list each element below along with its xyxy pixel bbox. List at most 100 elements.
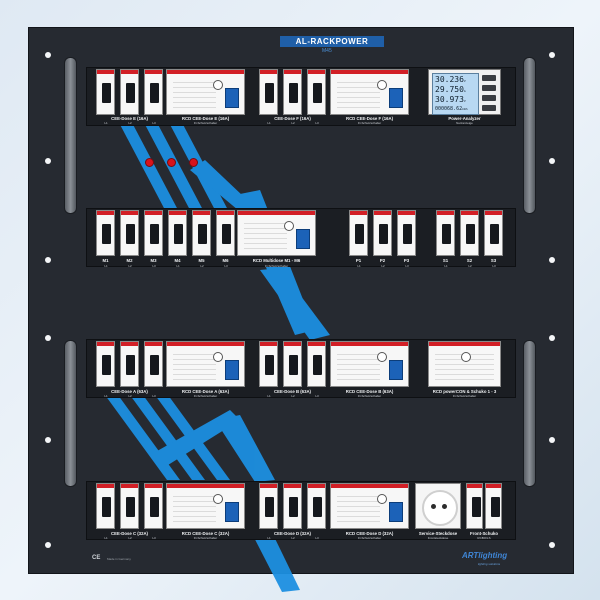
rack-handle-icon[interactable] bbox=[523, 340, 536, 487]
breaker-label: M6 bbox=[222, 258, 229, 263]
breaker[interactable] bbox=[349, 210, 368, 256]
schuko-socket-icon[interactable] bbox=[415, 483, 461, 529]
rcd-module[interactable] bbox=[428, 341, 501, 387]
test-button-icon[interactable] bbox=[213, 352, 223, 362]
made-in-label: Made in Germany bbox=[107, 557, 131, 561]
breaker[interactable] bbox=[144, 69, 163, 115]
group-label: RCD CEE-Dose F (16A) bbox=[345, 116, 394, 121]
breaker[interactable] bbox=[373, 210, 392, 256]
test-button-icon[interactable] bbox=[213, 494, 223, 504]
breaker[interactable] bbox=[466, 483, 483, 529]
breaker[interactable] bbox=[96, 69, 115, 115]
test-button-icon[interactable] bbox=[284, 221, 294, 231]
group-sub: FI-Schutzschalter bbox=[357, 536, 382, 540]
rcd-lever[interactable] bbox=[389, 502, 403, 522]
breaker[interactable] bbox=[484, 210, 503, 256]
group-label: CEE-Dose C (32A) bbox=[110, 531, 148, 536]
breaker[interactable] bbox=[259, 483, 278, 529]
rcd-module[interactable] bbox=[330, 483, 409, 529]
group-sub: Frontsteckdose bbox=[427, 536, 449, 540]
rcd-module[interactable] bbox=[237, 210, 316, 256]
led-indicator-icon bbox=[145, 158, 154, 167]
rcd-module[interactable] bbox=[166, 341, 245, 387]
rack-handle-icon[interactable] bbox=[64, 340, 77, 487]
breaker[interactable] bbox=[192, 210, 211, 256]
breaker[interactable] bbox=[460, 210, 479, 256]
breaker[interactable] bbox=[436, 210, 455, 256]
breaker-label: P3 bbox=[403, 258, 410, 263]
group-sub: FI-Schutzschalter bbox=[357, 121, 382, 125]
meter-button[interactable] bbox=[482, 85, 496, 91]
rack-handle-icon[interactable] bbox=[64, 57, 77, 214]
group-label: RCD CEE-Dose D (32A) bbox=[345, 531, 394, 536]
breaker[interactable] bbox=[168, 210, 187, 256]
art-lighting-logo: ARTlighting bbox=[462, 551, 508, 560]
group-label: RCD CEE-Dose C (32A) bbox=[181, 531, 230, 536]
breaker[interactable] bbox=[96, 341, 115, 387]
group-sub: FI-Schutzschalter bbox=[193, 394, 218, 398]
breaker[interactable] bbox=[259, 69, 278, 115]
breaker[interactable] bbox=[307, 483, 326, 529]
breaker[interactable] bbox=[283, 341, 302, 387]
breaker[interactable] bbox=[144, 341, 163, 387]
rcd-lever[interactable] bbox=[389, 88, 403, 108]
breaker[interactable] bbox=[307, 69, 326, 115]
group-label: CEE-Dose A (63A) bbox=[111, 389, 148, 394]
test-button-icon[interactable] bbox=[377, 352, 387, 362]
test-button-icon[interactable] bbox=[461, 352, 471, 362]
reading-2: 29.750A bbox=[435, 85, 466, 94]
rack-handle-icon[interactable] bbox=[523, 57, 536, 214]
breaker[interactable] bbox=[144, 483, 163, 529]
meter-title: Power-Analyzer bbox=[448, 116, 481, 121]
mounting-hole-icon bbox=[45, 335, 51, 341]
mounting-hole-icon bbox=[45, 52, 51, 58]
breaker-label: M1 bbox=[102, 258, 109, 263]
rcd-module[interactable] bbox=[330, 69, 409, 115]
breaker-label: S2 bbox=[466, 258, 473, 263]
breaker[interactable] bbox=[96, 210, 115, 256]
rcd-module[interactable] bbox=[166, 483, 245, 529]
led-indicator-icon bbox=[189, 158, 198, 167]
breaker[interactable] bbox=[283, 483, 302, 529]
test-button-icon[interactable] bbox=[377, 494, 387, 504]
meter-subtitle: Netzanzeige bbox=[456, 121, 473, 125]
brand-model: M45 bbox=[322, 48, 332, 54]
rcd-lever[interactable] bbox=[296, 229, 310, 249]
reading-4: 000068.62kWh bbox=[435, 106, 468, 112]
mounting-hole-icon bbox=[45, 257, 51, 263]
test-button-icon[interactable] bbox=[213, 80, 223, 90]
breaker-label: M4 bbox=[174, 258, 181, 263]
breaker-label: S3 bbox=[490, 258, 497, 263]
breaker[interactable] bbox=[96, 483, 115, 529]
breaker[interactable] bbox=[144, 210, 163, 256]
meter-button[interactable] bbox=[482, 75, 496, 81]
group-label: CEE-Dose B (63A) bbox=[273, 389, 311, 394]
rcd-module[interactable] bbox=[166, 69, 245, 115]
rcd-module[interactable] bbox=[330, 341, 409, 387]
group-label: CEE-Dose F (16A) bbox=[274, 116, 311, 121]
breaker[interactable] bbox=[120, 341, 139, 387]
group-label: RCD CEE-Dose E (16A) bbox=[181, 116, 230, 121]
rcd-lever[interactable] bbox=[225, 502, 239, 522]
breaker[interactable] bbox=[485, 483, 502, 529]
breaker[interactable] bbox=[397, 210, 416, 256]
mounting-hole-icon bbox=[549, 335, 555, 341]
rcd-lever[interactable] bbox=[225, 360, 239, 380]
breaker[interactable] bbox=[120, 69, 139, 115]
breaker[interactable] bbox=[120, 210, 139, 256]
rcd-lever[interactable] bbox=[225, 88, 239, 108]
breaker[interactable] bbox=[259, 341, 278, 387]
group-label: CEE-Dose D (32A) bbox=[273, 531, 311, 536]
breaker[interactable] bbox=[216, 210, 235, 256]
meter-button[interactable] bbox=[482, 95, 496, 101]
rcd-lever[interactable] bbox=[389, 360, 403, 380]
group-sub: FI-Schutzschalter bbox=[193, 536, 218, 540]
breaker-label: M5 bbox=[198, 258, 205, 263]
group-label: Service-Steckdose bbox=[418, 531, 458, 536]
test-button-icon[interactable] bbox=[377, 80, 387, 90]
breaker[interactable] bbox=[283, 69, 302, 115]
meter-button[interactable] bbox=[482, 105, 496, 111]
breaker[interactable] bbox=[120, 483, 139, 529]
breaker[interactable] bbox=[307, 341, 326, 387]
